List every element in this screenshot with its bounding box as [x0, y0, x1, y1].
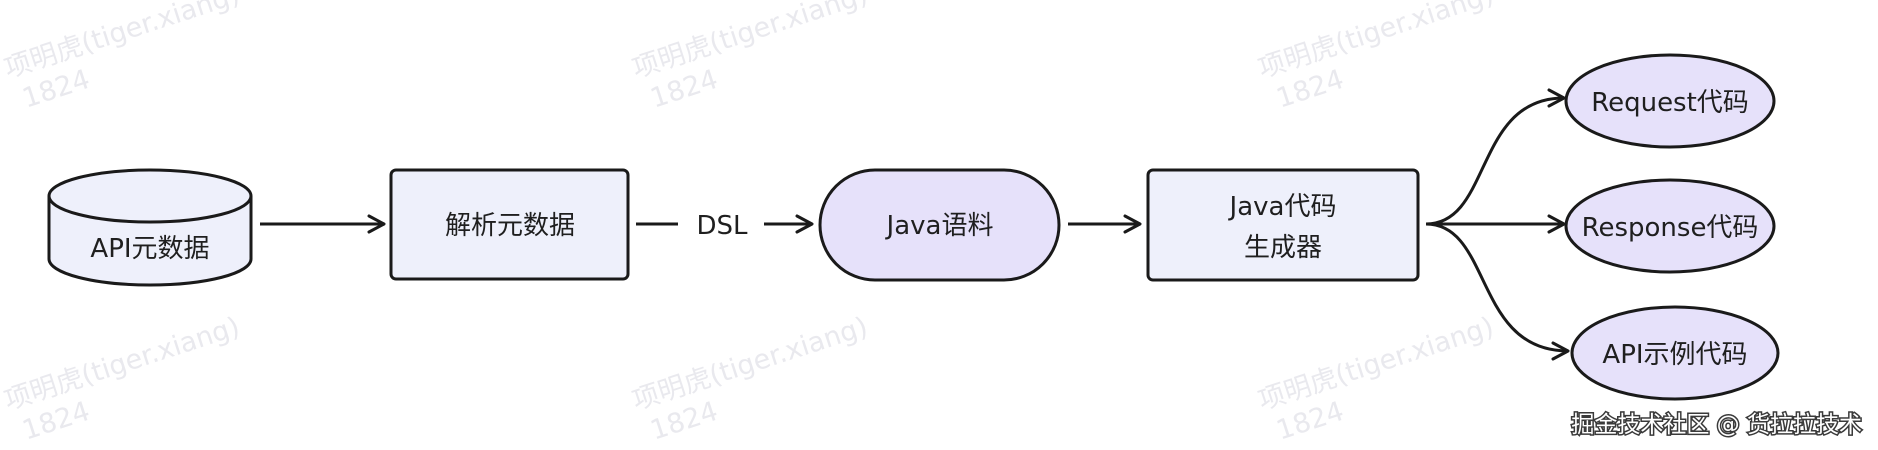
watermark-line1: 项明虎(tiger.xiang): [1255, 0, 1498, 85]
parse-metadata-label: 解析元数据: [445, 211, 575, 241]
code-generator-label-line1: Java代码: [1228, 192, 1337, 222]
cylinder-top: [47, 168, 253, 224]
watermark-line1: 项明虎(tiger.xiang): [629, 311, 872, 416]
watermark-line1: 项明虎(tiger.xiang): [1, 311, 244, 416]
request-code-label: Request代码: [1591, 88, 1749, 118]
java-corpus-node[interactable]: Java语料: [818, 168, 1061, 282]
api-example-code-label: API示例代码: [1602, 340, 1747, 370]
code-generator-label-line2: 生成器: [1244, 233, 1322, 263]
api-example-code-node[interactable]: API示例代码: [1570, 305, 1780, 401]
edge-generator-to-api-example: [1425, 222, 1570, 361]
watermark: 项明虎(tiger.xiang) 1824: [629, 311, 872, 446]
response-code-ellipse: [1564, 178, 1776, 274]
watermark: 项明虎(tiger.xiang) 1824: [1, 311, 244, 446]
parse-metadata-node[interactable]: 解析元数据: [389, 168, 630, 281]
watermark: 项明虎(tiger.xiang) 1824: [1255, 0, 1498, 115]
response-code-node[interactable]: Response代码: [1564, 178, 1776, 274]
code-generator-node[interactable]: Java代码 生成器: [1146, 168, 1420, 282]
platform-credit: 掘金技术社区 @ 货拉拉技术: [1571, 412, 1862, 438]
request-code-ellipse: [1564, 53, 1776, 149]
watermark: 项明虎(tiger.xiang) 1824: [1, 0, 244, 115]
edge-generator-to-request: [1425, 88, 1566, 226]
watermark-line1: 项明虎(tiger.xiang): [1, 0, 244, 85]
response-code-label: Response代码: [1582, 213, 1759, 243]
watermark: 项明虎(tiger.xiang) 1824: [1255, 311, 1498, 446]
parse-metadata-box: [389, 168, 630, 281]
java-corpus-label: Java语料: [885, 211, 994, 241]
api-example-code-ellipse: [1570, 305, 1780, 401]
code-generator-box: [1146, 168, 1420, 282]
watermark: 项明虎(tiger.xiang) 1824: [629, 0, 872, 115]
api-metadata-label: API元数据: [90, 234, 209, 264]
java-corpus-shape: [818, 168, 1061, 282]
watermark-line1: 项明虎(tiger.xiang): [1255, 311, 1498, 416]
dsl-label: DSL: [696, 211, 748, 241]
request-code-node[interactable]: Request代码: [1564, 53, 1776, 149]
watermark-line1: 项明虎(tiger.xiang): [629, 0, 872, 85]
api-metadata-node[interactable]: API元数据: [47, 168, 253, 287]
